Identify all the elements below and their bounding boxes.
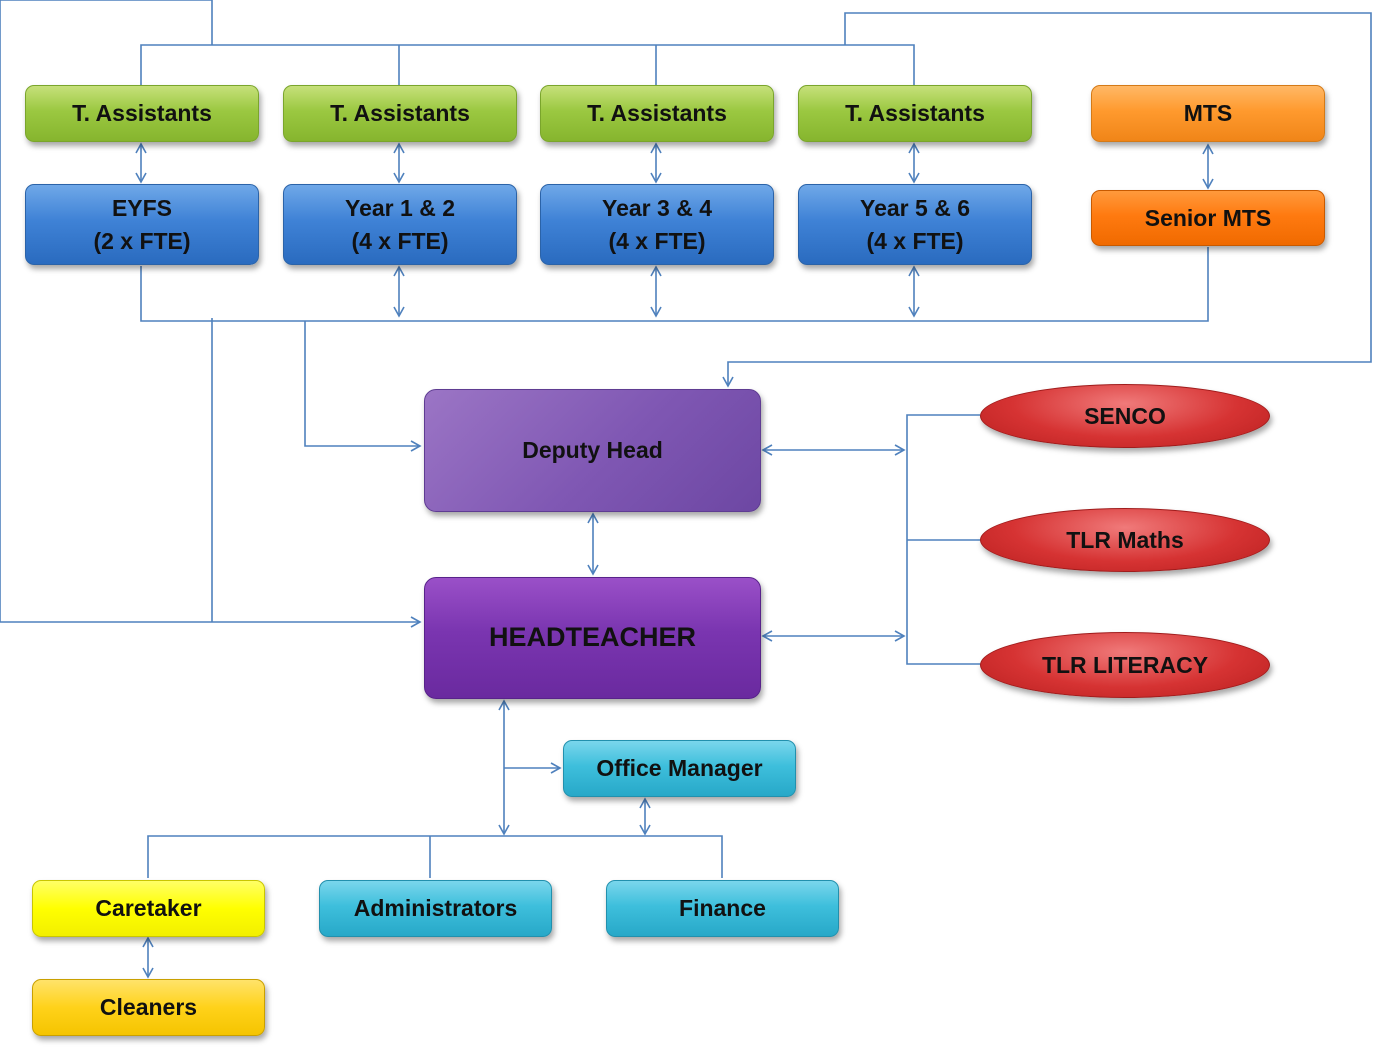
node-label: Administrators <box>353 895 518 922</box>
node-label: Year 5 & 6 <box>860 195 970 222</box>
office-manager-box: Office Manager <box>563 740 796 797</box>
right-bracket <box>906 414 980 665</box>
node-label: T. Assistants <box>72 100 212 127</box>
deputy-head-box: Deputy Head <box>424 389 761 512</box>
node-label: Cleaners <box>99 994 198 1021</box>
t-assistants-year12: T. Assistants <box>283 85 517 142</box>
node-label: HEADTEACHER <box>488 622 696 653</box>
mts-box: MTS <box>1091 85 1325 142</box>
node-label: SENCO <box>1084 402 1166 429</box>
node-sublabel: (4 x FTE) <box>351 227 449 254</box>
bar-to-deputy <box>304 321 422 452</box>
t-assistants-eyfs: T. Assistants <box>25 85 259 142</box>
right-outer-loop <box>722 12 1372 388</box>
node-label: MTS <box>1183 100 1233 127</box>
year-bottom-bar <box>140 247 1209 322</box>
ta-top-bar <box>140 44 915 85</box>
senior-mts-box: Senior MTS <box>1091 190 1325 246</box>
node-label: T. Assistants <box>330 100 470 127</box>
staff-bottom-bar <box>147 835 723 878</box>
node-label: Finance <box>679 895 766 922</box>
node-label: Deputy Head <box>522 437 663 464</box>
node-label: Office Manager <box>596 755 763 782</box>
headteacher-box: HEADTEACHER <box>424 577 761 699</box>
node-label: EYFS <box>111 195 173 222</box>
finance-box: Finance <box>606 880 839 937</box>
node-label: Year 3 & 4 <box>602 195 712 222</box>
node-label: TLR Maths <box>1066 526 1184 553</box>
node-label: T. Assistants <box>845 100 985 127</box>
node-sublabel: (4 x FTE) <box>608 227 706 254</box>
node-label: T. Assistants <box>587 100 727 127</box>
node-sublabel: (2 x FTE) <box>93 227 191 254</box>
tlr-maths-oval: TLR Maths <box>980 508 1270 572</box>
t-assistants-year34: T. Assistants <box>540 85 774 142</box>
year12-box: Year 1 & 2 (4 x FTE) <box>283 184 517 265</box>
node-sublabel: (4 x FTE) <box>866 227 964 254</box>
year56-box: Year 5 & 6 (4 x FTE) <box>798 184 1032 265</box>
cleaners-box: Cleaners <box>32 979 265 1036</box>
left-outer-loop <box>0 0 422 628</box>
t-assistants-year56: T. Assistants <box>798 85 1032 142</box>
administrators-box: Administrators <box>319 880 552 937</box>
tlr-literacy-oval: TLR LITERACY <box>980 632 1270 698</box>
node-label: Caretaker <box>95 895 202 922</box>
node-label: Year 1 & 2 <box>345 195 455 222</box>
year34-box: Year 3 & 4 (4 x FTE) <box>540 184 774 265</box>
eyfs-box: EYFS (2 x FTE) <box>25 184 259 265</box>
senco-oval: SENCO <box>980 384 1270 448</box>
node-label: Senior MTS <box>1144 204 1272 231</box>
caretaker-box: Caretaker <box>32 880 265 937</box>
node-label: TLR LITERACY <box>1041 651 1209 678</box>
